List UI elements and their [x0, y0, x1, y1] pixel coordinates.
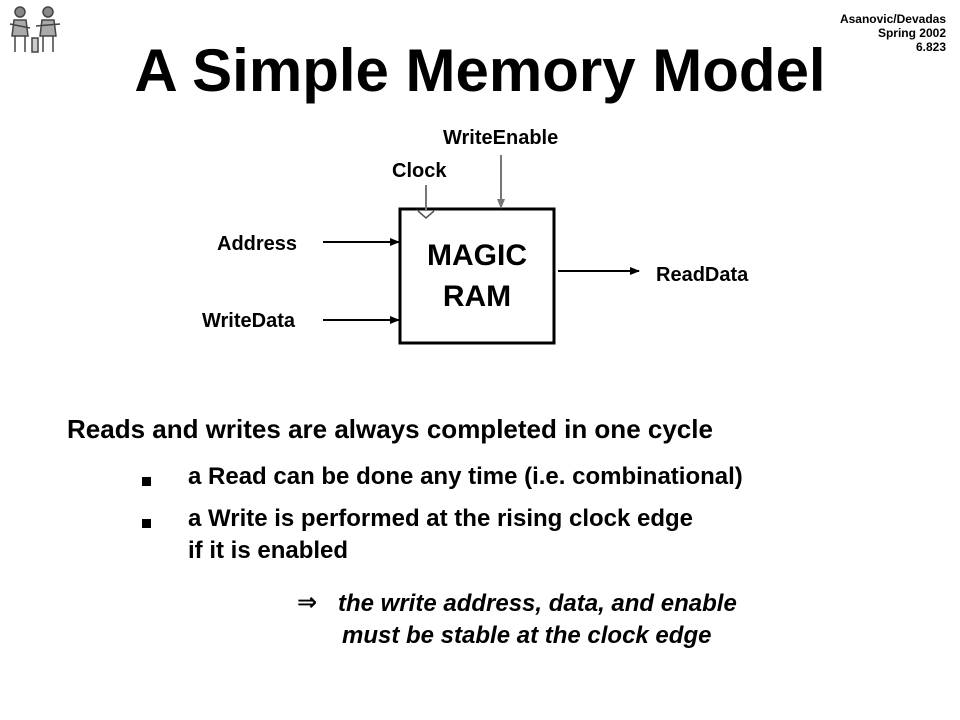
- ram-label-line1: MAGIC: [427, 239, 527, 272]
- main-point-text: Reads and writes are always completed in…: [67, 414, 713, 444]
- bullet-2-line-1: a Write is performed at the rising clock…: [188, 505, 694, 532]
- read-data-label: ReadData: [656, 264, 749, 286]
- conclusion-line-2: must be stable at the clock edge: [342, 622, 712, 649]
- authors-text: Asanovic/Devadas: [839, 12, 946, 26]
- ram-label-line2: RAM: [443, 280, 511, 313]
- bullet-marker-1: [142, 477, 151, 486]
- conclusion-text: the write address, data, and enable must…: [338, 588, 737, 652]
- clock-edge-triangle: [417, 210, 435, 219]
- implies-symbol: ⇒: [297, 589, 318, 616]
- institution-logo-icon: [9, 6, 61, 53]
- bullet-marker-2: [142, 519, 151, 528]
- bullet-2-line-2: if it is enabled: [188, 537, 349, 564]
- address-label: Address: [217, 233, 297, 255]
- write-data-label: WriteData: [202, 310, 296, 332]
- course-info: Asanovic/Devadas Spring 2002 6.823: [840, 12, 946, 54]
- clock-label: Clock: [392, 160, 447, 182]
- slide-title: A Simple Memory Model: [134, 37, 826, 104]
- conclusion-line-1: the write address, data, and enable: [338, 590, 737, 617]
- ram-block: [398, 207, 556, 345]
- write-enable-label: WriteEnable: [443, 127, 558, 149]
- term-text: Spring 2002: [877, 26, 946, 40]
- course-number-text: 6.823: [915, 40, 946, 54]
- bullet-1-line-1: a Read can be done any time (i.e. combin…: [188, 463, 743, 490]
- memory-block-diagram: MAGIC RAM Clock WriteEnable Address Writ…: [202, 127, 749, 345]
